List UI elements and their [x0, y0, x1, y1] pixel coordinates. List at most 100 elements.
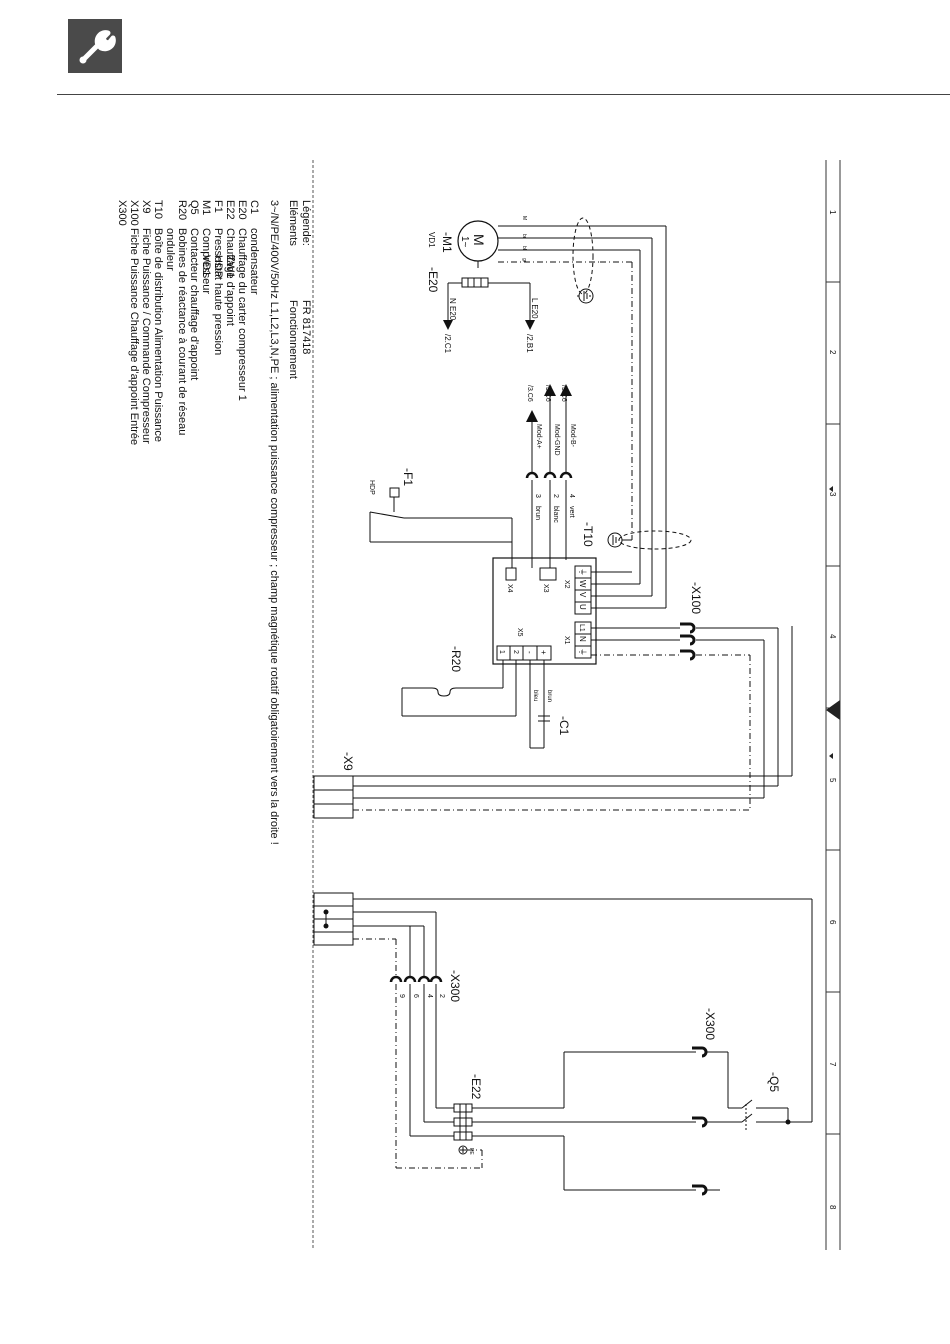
plug-icon — [692, 1116, 708, 1128]
legend-item-code: F1 — [212, 200, 224, 213]
legend-item-code: R20 — [176, 200, 188, 220]
m1-sub-label: VD1 — [427, 232, 436, 248]
mod-b-label: Mod-B- — [569, 424, 576, 448]
c1-bleu-label: bleu — [532, 690, 538, 701]
legend-item-code: E20 — [236, 200, 248, 220]
motor-phase-label: 1~ — [459, 236, 470, 248]
legend-item-desc: onduleur — [164, 228, 176, 271]
plug-icon — [692, 1184, 708, 1196]
wire-tag: gr — [521, 258, 527, 263]
x5-plus: + — [539, 650, 548, 655]
grid-col-6: 6 — [828, 920, 837, 925]
heater-element-icon — [453, 1117, 473, 1127]
modbus-lines: /3.C6 /3.C6 /3.C6 Mod-B- Mod-GND Mod-A+ … — [525, 384, 576, 568]
color-blanc: blanc — [552, 506, 559, 523]
ref-3c6-a: /3.C6 — [560, 385, 567, 402]
mod-a-label: Mod-A+ — [535, 424, 542, 449]
arrow-icon — [544, 384, 556, 396]
t10-label: -T10 — [581, 522, 595, 547]
pressure-switch-f1: -F1 HDP — [368, 468, 513, 568]
connector-x9: -X9 — [313, 626, 793, 819]
c1-label: -C1 — [557, 716, 571, 736]
grid-col-4: 4 — [828, 634, 837, 639]
reactance-r20: -R20 — [401, 646, 517, 717]
x5-label: X5 — [516, 628, 523, 637]
heater-element-icon — [453, 1131, 473, 1141]
grid-strip: 1 2 3 4 5 6 7 8 — [825, 160, 841, 1250]
ground-icon — [458, 1145, 468, 1155]
switch-contact-icon — [741, 1113, 753, 1123]
pin-9: 9 — [398, 994, 405, 998]
coil-icon — [431, 687, 457, 697]
e20-ref-n: /2.C1 — [443, 334, 452, 354]
grid-col-7: 7 — [828, 1062, 837, 1067]
plug-icon — [680, 622, 696, 634]
switch-contact-icon — [741, 1099, 753, 1109]
m1-label: -M1 — [440, 232, 454, 253]
legend-item-extra: ZW1 — [224, 255, 236, 278]
wire-num-4: 4 — [568, 494, 575, 498]
legend-item-desc: Boîte de distribution Alimentation Puiss… — [152, 228, 164, 442]
plug-icon — [680, 634, 696, 646]
f1-sub-label: HDP — [368, 480, 375, 495]
f1-label: -F1 — [401, 468, 415, 486]
e20-l-label: L E20 — [530, 298, 539, 319]
heater-element-icon — [453, 1103, 473, 1113]
compressor-m1: M 1~ -M1 VD1 M br bl gr — [427, 216, 667, 600]
contactor-q5: -X300 -Q5 — [692, 1008, 812, 1196]
terminal-n: N — [578, 636, 587, 642]
q5-label: -Q5 — [767, 1072, 781, 1092]
legend-item-code: X9 — [140, 200, 152, 213]
legend-item-code: M1 — [200, 200, 212, 215]
legend-item-desc: Chauffage d'appoint — [224, 228, 236, 326]
terminal-x3 — [539, 567, 557, 581]
legend-item-extra: VD1 — [200, 255, 212, 276]
color-brun: brun — [534, 506, 541, 520]
legend-supply-note: 3~/N/PE/400V/50Hz L1,L2,L3,N,PE ; alimen… — [268, 200, 280, 845]
plug-icon — [429, 975, 443, 983]
legend-item-desc: Fiche Puissance / Commande Compresseur — [140, 228, 152, 444]
legend-item-code: E22 — [224, 200, 236, 220]
terminal-ground: ⏚ — [578, 648, 587, 656]
crankcase-heater-e20: L E20 N E20 /2.B1 /2.C1 -E20 — [426, 267, 539, 354]
legend-item-code: Q5 — [188, 200, 200, 215]
grid-col-8: 8 — [828, 1205, 837, 1210]
legend-item-code: X300 — [116, 200, 128, 226]
e22-label: -E22 — [469, 1074, 483, 1100]
wrench-icon — [79, 30, 116, 64]
terminal-v: V — [578, 592, 587, 598]
header-divider — [57, 94, 950, 95]
plug-icon — [389, 975, 403, 983]
terminal-w: W — [578, 580, 587, 588]
legend: Légende: FR 817418 Eléments Fonctionneme… — [116, 200, 312, 845]
grid-col-5: 5 — [828, 778, 837, 783]
pressure-switch-icon — [389, 487, 400, 498]
x100-label: -X100 — [689, 582, 703, 614]
mod-gnd-label: Mod-GND — [553, 424, 560, 456]
legend-subtitle-value: Fonctionnement — [287, 300, 299, 379]
plug-icon — [543, 471, 557, 479]
x9-label: -X9 — [341, 752, 355, 771]
wire-tag: bl — [521, 246, 527, 250]
wire-num-2: 2 — [552, 494, 559, 498]
shield-ellipse — [572, 217, 594, 295]
ground-icon — [577, 288, 594, 304]
heater-e20-icon — [461, 277, 489, 288]
x9-block — [313, 775, 354, 819]
e20-label: -E20 — [426, 267, 440, 293]
x2-label: X2 — [563, 580, 570, 589]
booster-heater-e22: -E22 PE — [396, 1051, 696, 1191]
wire-num-3: 3 — [534, 494, 541, 498]
connector-x100: -X100 — [591, 582, 779, 810]
motor-m-label: M — [471, 234, 487, 246]
ref-3c6-c: /3.C6 — [526, 385, 533, 402]
legend-item-desc: Bobines de réactance à courant de réseau — [176, 228, 188, 435]
connector-x300: -X300 9 6 4 2 — [313, 892, 813, 1168]
legend-item-extra: HDP — [212, 255, 224, 278]
grid-col-3: 3 — [828, 492, 837, 497]
c1-brun-label: brun — [546, 690, 552, 702]
r20-label: -R20 — [449, 646, 463, 672]
plug-icon — [525, 471, 539, 479]
x3-label: X3 — [542, 584, 549, 593]
